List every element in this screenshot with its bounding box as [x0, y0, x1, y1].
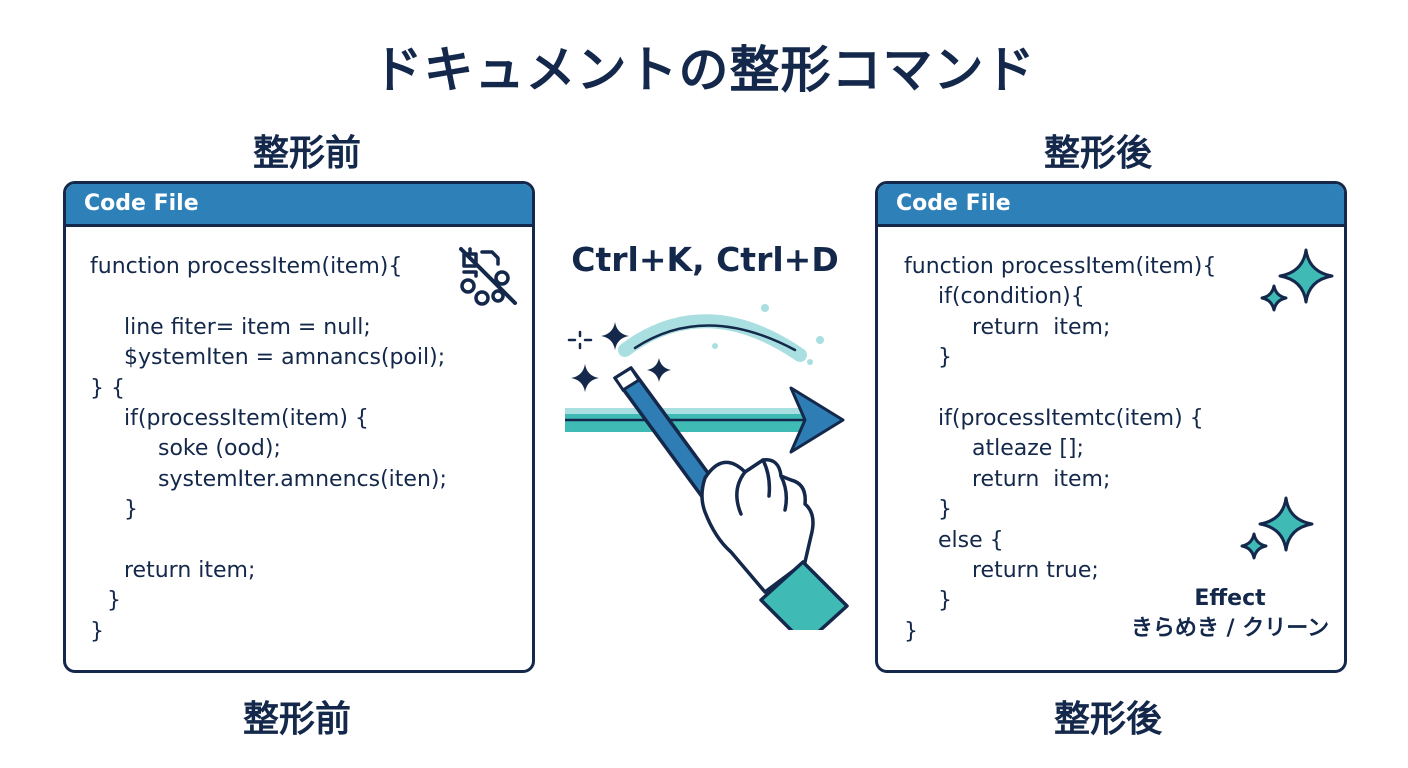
- code-line: return item;: [972, 314, 1111, 340]
- right-arrow-icon: [565, 386, 845, 454]
- before-panel-header: Code File: [66, 184, 532, 227]
- code-line: line fiter= item = null;: [124, 314, 371, 340]
- code-line: }: [90, 618, 104, 644]
- code-line: return item;: [124, 557, 256, 583]
- effect-text: きらめき / クリーン: [1130, 616, 1330, 641]
- after-heading: 整形後: [1043, 133, 1152, 174]
- code-line: soke (ood);: [158, 436, 281, 462]
- after-footer: 整形後: [1053, 699, 1162, 740]
- code-line: systemIter.amnencs(iten);: [158, 466, 447, 492]
- sparkle-icon: [1240, 496, 1314, 560]
- hand-icon: [700, 458, 849, 630]
- code-line: }: [938, 588, 952, 614]
- code-line: [904, 374, 1216, 404]
- code-line: function processItem(item){: [904, 254, 1217, 279]
- code-line: [90, 526, 447, 556]
- format-illustration: [565, 304, 849, 630]
- code-line: [90, 282, 447, 312]
- before-footer: 整形前: [242, 699, 351, 740]
- code-line: function processItem(item){: [90, 254, 403, 279]
- after-code-block: function processItem(item){ if(condition)…: [904, 252, 1216, 647]
- after-panel-header: Code File: [878, 184, 1344, 227]
- before-code-panel: Code File function processItem(item){ lin…: [63, 181, 535, 673]
- code-line: }: [938, 345, 952, 371]
- code-line: return item;: [972, 466, 1111, 492]
- code-line: }: [904, 618, 918, 644]
- code-line: }: [938, 497, 952, 523]
- before-code-block: function processItem(item){ line fiter= i…: [90, 252, 447, 647]
- effect-label: Effect: [1194, 586, 1266, 611]
- code-line: return true;: [972, 557, 1099, 583]
- effect-caption: Effect きらめき / クリーン: [1100, 584, 1360, 644]
- code-line: if(processItem(item) {: [124, 405, 369, 431]
- code-line: if(condition){: [938, 284, 1085, 310]
- page-title: ドキュメントの整形コマンド: [372, 41, 1036, 99]
- sparkle-icon: [1260, 248, 1334, 312]
- messy-code-icon: [459, 247, 517, 306]
- code-line: $ystemIten = amnancs(poil);: [124, 345, 446, 371]
- code-line: else {: [938, 527, 1004, 553]
- code-line: }: [107, 588, 121, 614]
- shortcut-label: Ctrl+K, Ctrl+D: [571, 240, 839, 279]
- code-line: }: [124, 497, 138, 523]
- after-code-panel: Code File function processItem(item){ if(…: [875, 181, 1347, 673]
- sparkle-icon: [571, 322, 671, 392]
- code-line: atleaze [];: [972, 436, 1084, 462]
- before-heading: 整形前: [252, 133, 361, 174]
- code-line: if(processItemtc(item) {: [938, 405, 1204, 431]
- code-line: } {: [90, 375, 125, 401]
